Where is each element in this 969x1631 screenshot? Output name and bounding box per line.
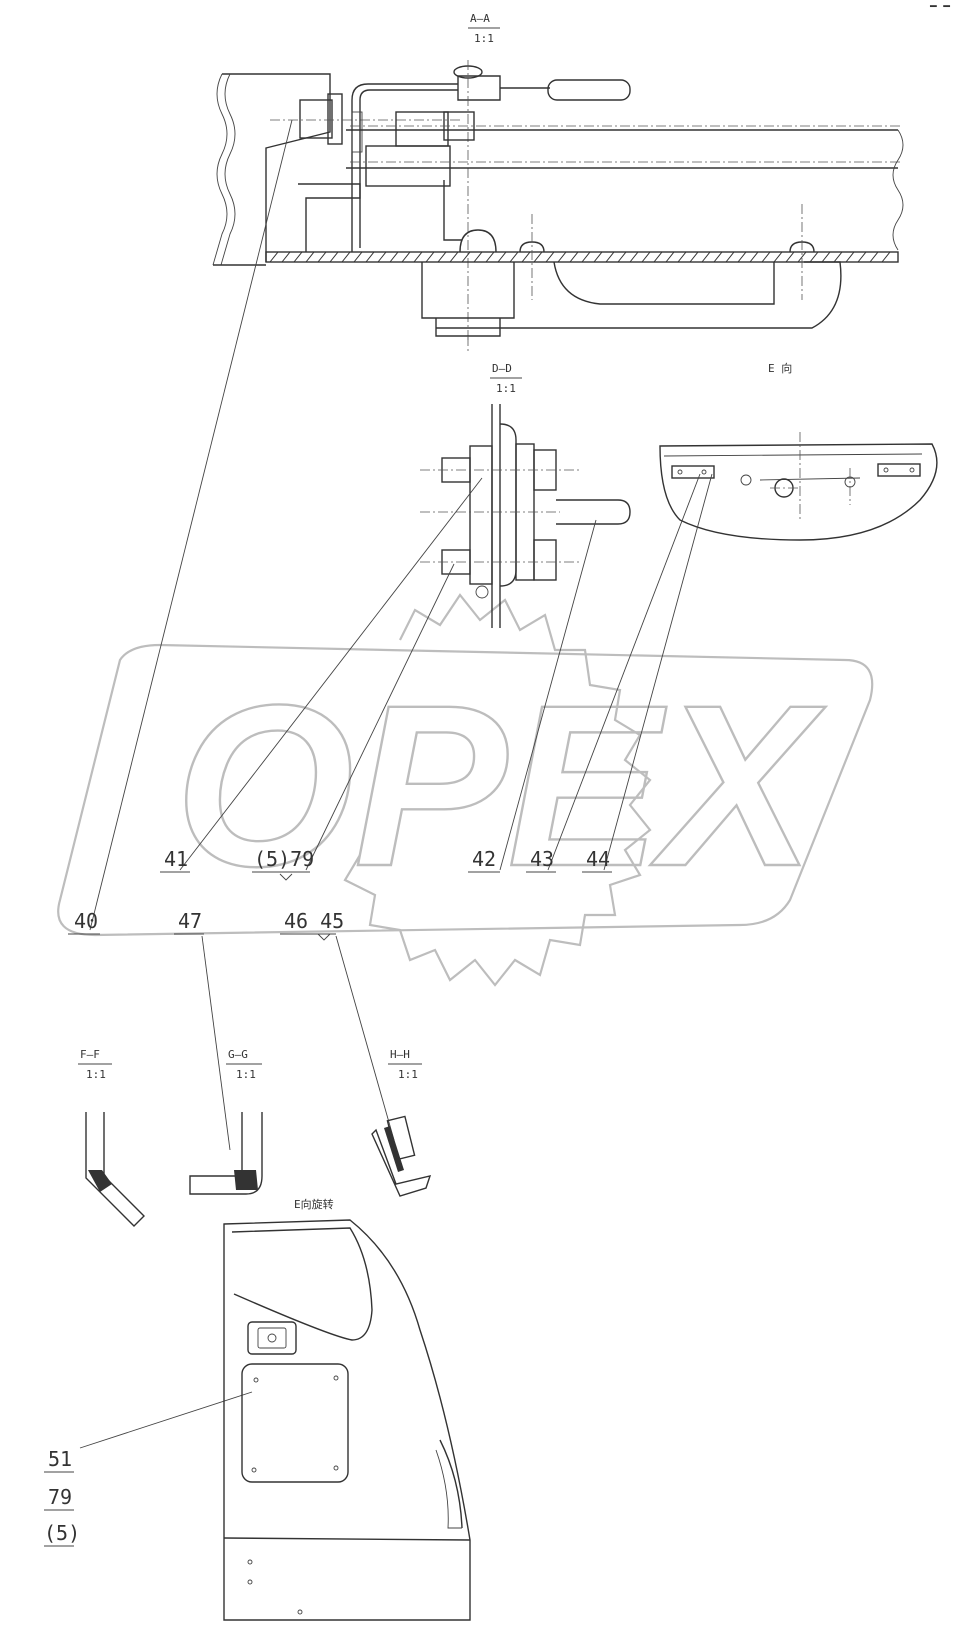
view-f-f-title: F—F — [80, 1048, 100, 1061]
section-g-g: G—G 1:1 — [189, 1048, 263, 1195]
part-label-47: 47 — [178, 909, 202, 933]
view-h-h-scale: 1:1 — [398, 1068, 418, 1081]
view-e-rotated: E向旋转 — [223, 1197, 471, 1621]
part-label-42: 42 — [472, 847, 496, 871]
section-h-h: H—H 1:1 — [371, 1048, 432, 1197]
part-label-46-45: 46 45 — [284, 909, 344, 933]
watermark-badge — [57, 643, 874, 937]
part-label-41: 41 — [164, 847, 188, 871]
view-a-a-title: A—A — [470, 12, 490, 25]
leader-lines — [79, 119, 713, 1449]
view-e-title: E 向 — [768, 361, 792, 375]
view-h-h-title: H—H — [390, 1048, 410, 1061]
section-d-d: D—D 1:1 — [420, 362, 631, 628]
view-g-g-scale: 1:1 — [236, 1068, 256, 1081]
view-d-d-scale: 1:1 — [496, 382, 516, 395]
section-a-a: A—A 1:1 — [212, 12, 904, 352]
view-f-f-scale: 1:1 — [86, 1068, 106, 1081]
part-labels: 40 41 (5)79 42 43 44 47 46 45 51 79 (5) — [44, 847, 612, 1547]
watermark-gear — [343, 593, 652, 987]
view-a-a-scale: 1:1 — [474, 32, 494, 45]
part-label-43: 43 — [530, 847, 554, 871]
part-label-79: 79 — [48, 1485, 72, 1509]
section-f-f: F—F 1:1 — [78, 1048, 145, 1227]
view-g-g-title: G—G — [228, 1048, 248, 1061]
part-label-40: 40 — [74, 909, 98, 933]
part-label-5: (5) — [44, 1521, 80, 1545]
part-label-51: 51 — [48, 1447, 72, 1471]
corner-mark: ━ ━ — [929, 0, 950, 13]
view-e: E 向 — [659, 361, 938, 541]
view-e-rotated-title: E向旋转 — [294, 1197, 334, 1211]
watermark-text: OPEX — [175, 657, 826, 914]
bottom-plate-hatch — [269, 251, 891, 263]
part-label-44: 44 — [586, 847, 610, 871]
view-d-d-title: D—D — [492, 362, 512, 375]
part-label-5-79: (5)79 — [254, 847, 314, 871]
